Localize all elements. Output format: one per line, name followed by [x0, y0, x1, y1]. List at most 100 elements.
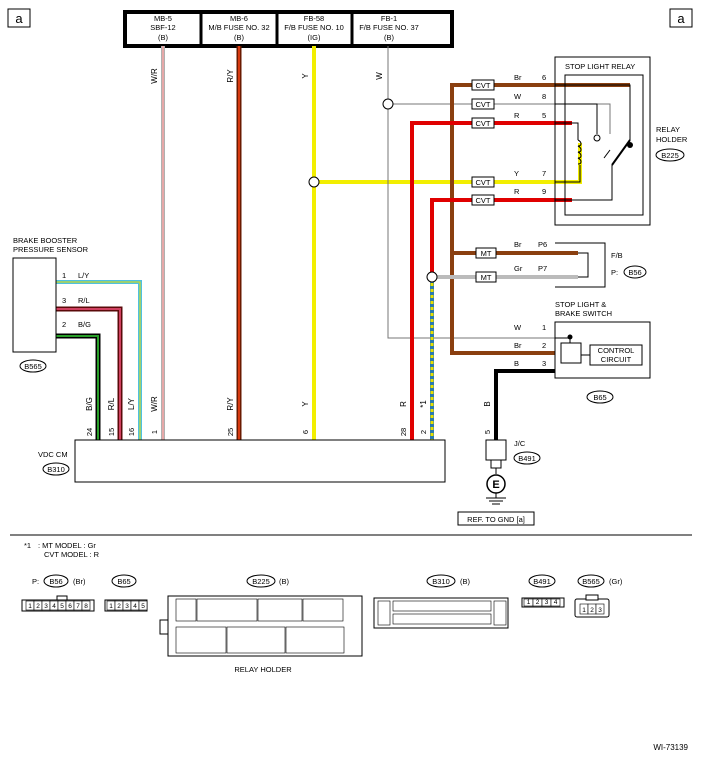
conn-b565-pin-label: 1	[582, 607, 586, 614]
vdc-pin-15: 15	[107, 428, 116, 436]
conn-b225-cells	[175, 598, 345, 654]
conn-b65-pin-label: 3	[125, 603, 129, 610]
vdc-pin-6: 6	[301, 430, 310, 434]
relay-pin-6-tag: CVT	[476, 81, 491, 90]
wire-label-y-bottom: Y	[301, 401, 310, 407]
relay-pin-7-color: Y	[514, 169, 519, 178]
doc-id: WI-73139	[653, 743, 688, 752]
footnote-mark: *1	[24, 541, 31, 550]
fuse-1-line2: SBF-12	[150, 23, 175, 32]
sensor-pin3-num: 3	[62, 296, 66, 305]
fuse-2-line3: (B)	[234, 33, 245, 42]
relay-pin-9-color: R	[514, 187, 520, 196]
relay-pin-8-color: W	[514, 92, 522, 101]
ground-ref: REF. TO GND [a]	[467, 515, 525, 524]
vdc-pin-16: 16	[127, 428, 136, 436]
wire-label-w-top: W	[375, 72, 384, 80]
fb-pin-p7-color: Gr	[514, 264, 523, 273]
vdc-pin-1: 1	[150, 430, 159, 434]
conn-b310-code: B310	[432, 577, 450, 586]
switch-pin1-color: W	[514, 323, 522, 332]
relay-pin-5: CVT R 5	[471, 111, 546, 129]
fuse-4-line3: (B)	[384, 33, 395, 42]
relay-holder-line2: HOLDER	[656, 135, 688, 144]
corner-mark-left: a	[7, 8, 31, 28]
conn-b56-pin-label: 8	[84, 603, 88, 610]
conn-b491-pin-label: 3	[545, 599, 549, 606]
conn-b56-pin-label: 3	[44, 603, 48, 610]
footnote-line2: CVT MODEL : R	[44, 550, 100, 559]
conn-b565-suffix: (Gr)	[609, 577, 623, 586]
switch-ctrl-line1: CONTROL	[598, 346, 635, 355]
corner-mark-right-text: a	[677, 11, 685, 26]
junction-r	[426, 271, 438, 283]
relay-pin-8-num: 8	[542, 92, 546, 101]
fb-code: B56	[628, 268, 641, 277]
conn-b65-pin-label: 1	[109, 603, 113, 610]
switch-pin2-color: Br	[514, 341, 522, 350]
sensor-code: B565	[24, 362, 42, 371]
conn-b56-pin-cell	[81, 600, 91, 611]
switch-code: B65	[593, 393, 606, 402]
conn-b56-pin-label: 6	[68, 603, 72, 610]
wire-label-ry-bottom: R/Y	[226, 397, 235, 411]
fuse-3-line1: FB-58	[304, 14, 324, 23]
wire-label-ly: L/Y	[127, 397, 136, 410]
conn-b65-code: B65	[117, 577, 130, 586]
conn-b65-pin-label: 2	[117, 603, 121, 610]
conn-b56-pin-label: 2	[36, 603, 40, 610]
conn-b56-code: B56	[49, 577, 62, 586]
vdc-code: B310	[47, 465, 65, 474]
jc-label: J/C	[514, 439, 526, 448]
fuse-2-line2: M/B FUSE NO. 32	[208, 23, 269, 32]
conn-b565-pin-label: 3	[598, 607, 602, 614]
conn-b491-pin-cell	[550, 598, 561, 607]
relay-pin-7-tag: CVT	[476, 178, 491, 187]
footnote: *1 : MT MODEL : Gr CVT MODEL : R	[24, 541, 100, 559]
relay-pin-5-tag: CVT	[476, 119, 491, 128]
sensor-title-line2: PRESSURE SENSOR	[13, 245, 89, 254]
conn-b565-code: B565	[582, 577, 600, 586]
wire-label-wr-bottom: W/R	[150, 396, 159, 412]
fb-pin-p6: MT Br P6	[475, 240, 547, 259]
switch-title-line2: BRAKE SWITCH	[555, 309, 612, 318]
switch-title-line1: STOP LIGHT &	[555, 300, 606, 309]
switch-pin2-num: 2	[542, 341, 546, 350]
sensor-title-line1: BRAKE BOOSTER	[13, 236, 78, 245]
conn-b56-pin-label: 5	[60, 603, 64, 610]
relay-pin-tags: CVT Br 6 CVT W 8 CVT R 5 CVT Y 7 CVT R 9	[471, 73, 546, 206]
conn-b491-pin-label: 2	[536, 599, 540, 606]
jc-pin: 5	[483, 430, 492, 434]
fuse-3-line3: (IG)	[308, 33, 321, 42]
vdc-pin-2: 2	[419, 430, 428, 434]
vdc-cm: VDC CM B310 24 15 16 1 25 6 28 2	[38, 428, 446, 483]
connector-b310: B310 (B)	[373, 574, 509, 629]
switch-pin3-num: 3	[542, 359, 546, 368]
corner-mark-left-text: a	[15, 11, 23, 26]
relay-pin-5-num: 5	[542, 111, 546, 120]
conn-b56-pin-label: 7	[76, 603, 80, 610]
conn-b491-pin-label: 1	[527, 599, 531, 606]
sensor-pin2-color: B/G	[78, 320, 91, 329]
jc-code: B491	[518, 454, 536, 463]
conn-b565-pin-label: 2	[590, 607, 594, 614]
fb-pin-p7-tag: MT	[481, 273, 492, 282]
fb-prefix: P:	[611, 268, 618, 277]
fuse-2-line1: MB-6	[230, 14, 248, 23]
junction-dots	[308, 98, 438, 283]
wire-label-y-top: Y	[301, 73, 310, 79]
sensor-pin3-color: R/L	[78, 296, 90, 305]
switch-ctrl-line2: CIRCUIT	[601, 355, 632, 364]
relay-pin-7: CVT Y 7	[471, 169, 546, 188]
relay-pin-9-tag: CVT	[476, 196, 491, 205]
wire-label-r: R	[399, 401, 408, 407]
conn-b65-pin-label: 5	[141, 603, 145, 610]
junction-y	[308, 176, 320, 188]
conn-b225-caption: RELAY HOLDER	[234, 665, 292, 674]
relay-pin-9: CVT R 9	[471, 187, 546, 206]
